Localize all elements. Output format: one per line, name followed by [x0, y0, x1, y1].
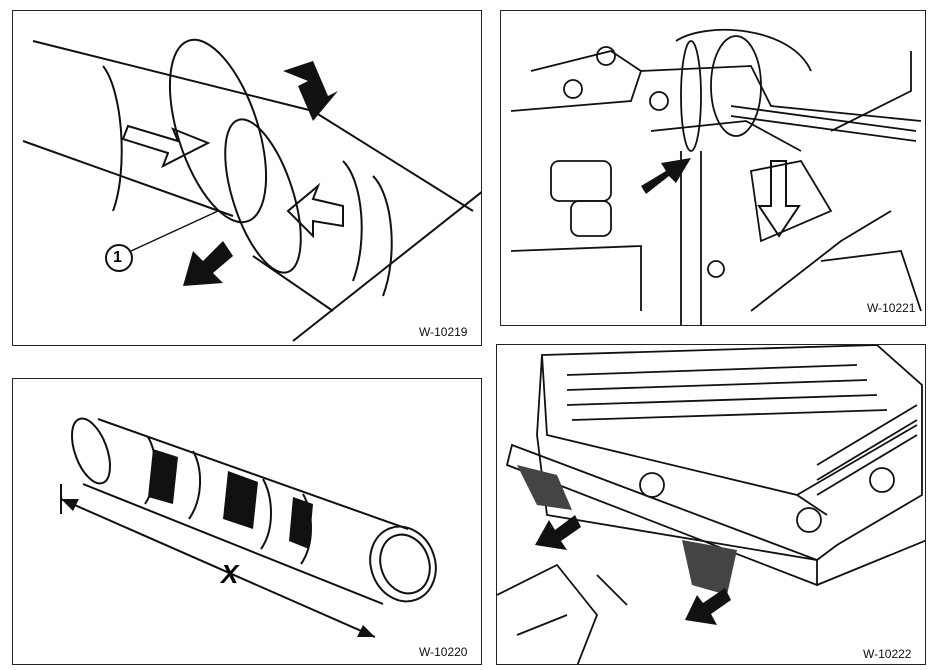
- direction-arrow-right: [121, 124, 211, 169]
- figure-panel-w10220: X W-10220: [12, 378, 482, 665]
- pointer-arrow-left: [535, 515, 581, 550]
- sealant-area: [682, 540, 737, 595]
- direction-arrow-down: [757, 160, 801, 238]
- dimension-label-x: X: [221, 559, 239, 589]
- pointer-arrow-top: [283, 61, 338, 121]
- direction-arrow-left: [286, 182, 344, 239]
- figure-code: W-10222: [861, 647, 914, 661]
- lifter-illustration: [60, 417, 437, 638]
- figure-code: W-10221: [865, 301, 918, 315]
- camshaft-seal-illustration: [22, 38, 481, 342]
- valve-cover-gasket-illustration: [497, 345, 925, 664]
- figure-panel-w10219: 1 W-10219: [12, 10, 482, 346]
- figure-panel-w10222: W-10222: [496, 344, 926, 665]
- timing-chain-illustration: [510, 28, 922, 325]
- pointer-arrow: [641, 158, 691, 194]
- figure-code: W-10219: [417, 325, 470, 339]
- figure-code: W-10220: [417, 645, 470, 659]
- pointer-arrow-bottom: [183, 241, 233, 286]
- pointer-arrow-right: [685, 588, 731, 625]
- callout-circle-1: [105, 244, 133, 272]
- callout-label: 1: [113, 249, 122, 266]
- sealant-area: [517, 465, 572, 510]
- figure-panel-w10221: W-10221: [500, 10, 926, 326]
